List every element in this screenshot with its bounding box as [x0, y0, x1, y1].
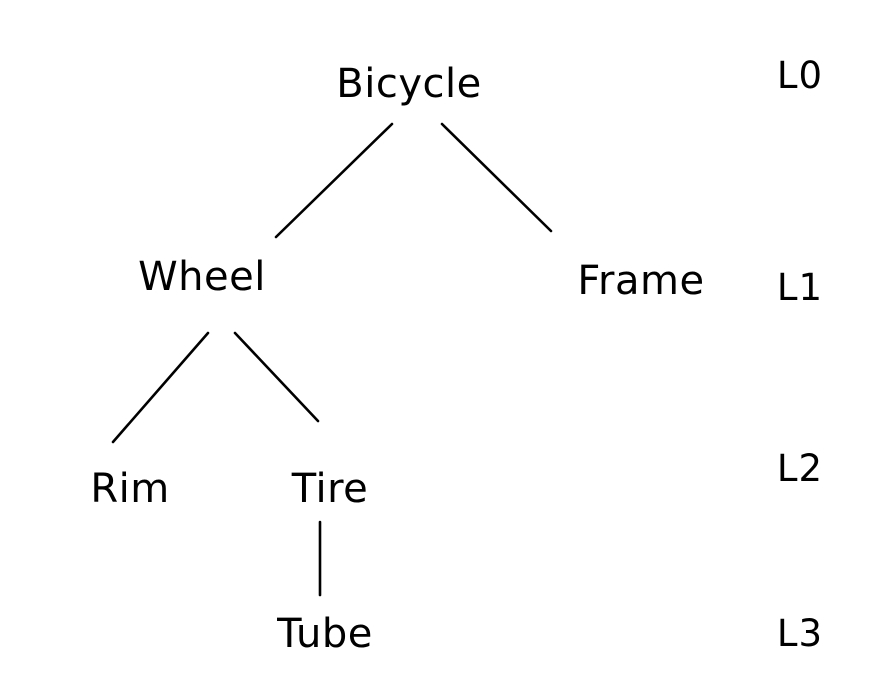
edge-wheel-tire	[233, 331, 320, 423]
edge-bicycle-frame	[440, 122, 553, 233]
node-tube[interactable]: Tube	[277, 611, 373, 657]
node-bicycle[interactable]: Bicycle	[336, 61, 482, 107]
level-label-l3: L3	[776, 612, 824, 655]
node-rim[interactable]: Rim	[90, 466, 170, 512]
level-label-l2: L2	[776, 447, 824, 490]
node-tire[interactable]: Tire	[291, 466, 369, 512]
edge-bicycle-wheel	[274, 122, 394, 239]
node-wheel[interactable]: Wheel	[138, 254, 266, 300]
level-label-l1: L1	[776, 266, 824, 309]
edge-wheel-rim	[111, 331, 210, 444]
node-frame[interactable]: Frame	[577, 258, 705, 304]
level-label-l0: L0	[776, 54, 824, 97]
